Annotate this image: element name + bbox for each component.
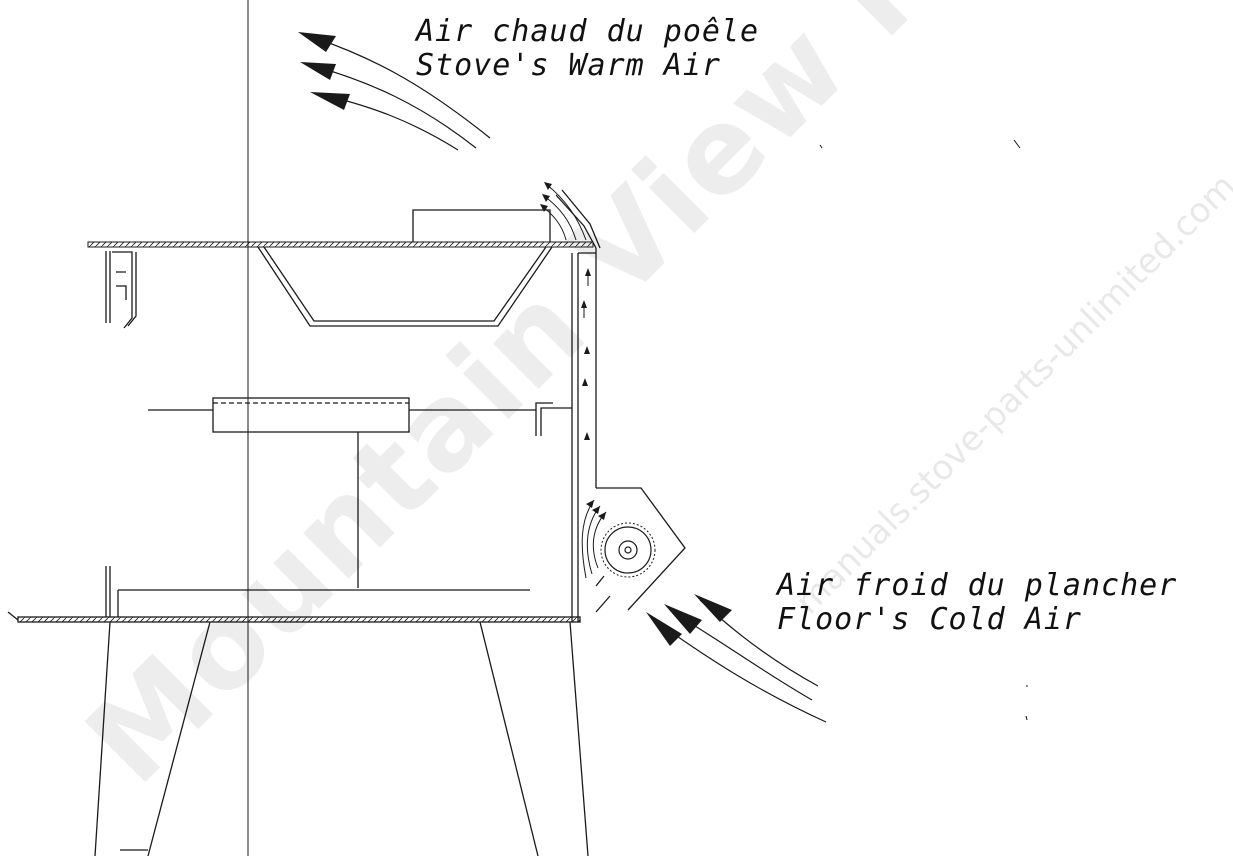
warm-air-label-fr: Air chaud du poêle <box>416 14 760 49</box>
cold-air-label-en: Floor's Cold Air <box>777 602 1082 637</box>
stray-marks <box>819 139 1028 721</box>
left-bracket <box>105 251 137 329</box>
blower-flow-lines <box>581 499 607 579</box>
cold-air-label-fr: Air froid du plancher <box>777 568 1178 603</box>
warm-air-label-en: Stove's Warm Air <box>416 48 721 83</box>
warm-air-arrowheads <box>298 32 350 110</box>
bottom-plate <box>7 566 581 623</box>
channel-arrows <box>581 268 591 440</box>
outlet-arrowheads <box>540 182 552 212</box>
stove-legs <box>94 621 589 856</box>
right-wall <box>555 189 601 622</box>
top-plate <box>87 241 594 248</box>
fan-wheel <box>600 522 656 578</box>
hopper <box>257 246 553 327</box>
blower-flow-heads <box>586 500 606 520</box>
blower-housing <box>595 487 686 613</box>
cold-air-arrowheads <box>646 594 732 646</box>
top-housing <box>412 209 551 242</box>
baffle-shelf <box>148 397 572 588</box>
